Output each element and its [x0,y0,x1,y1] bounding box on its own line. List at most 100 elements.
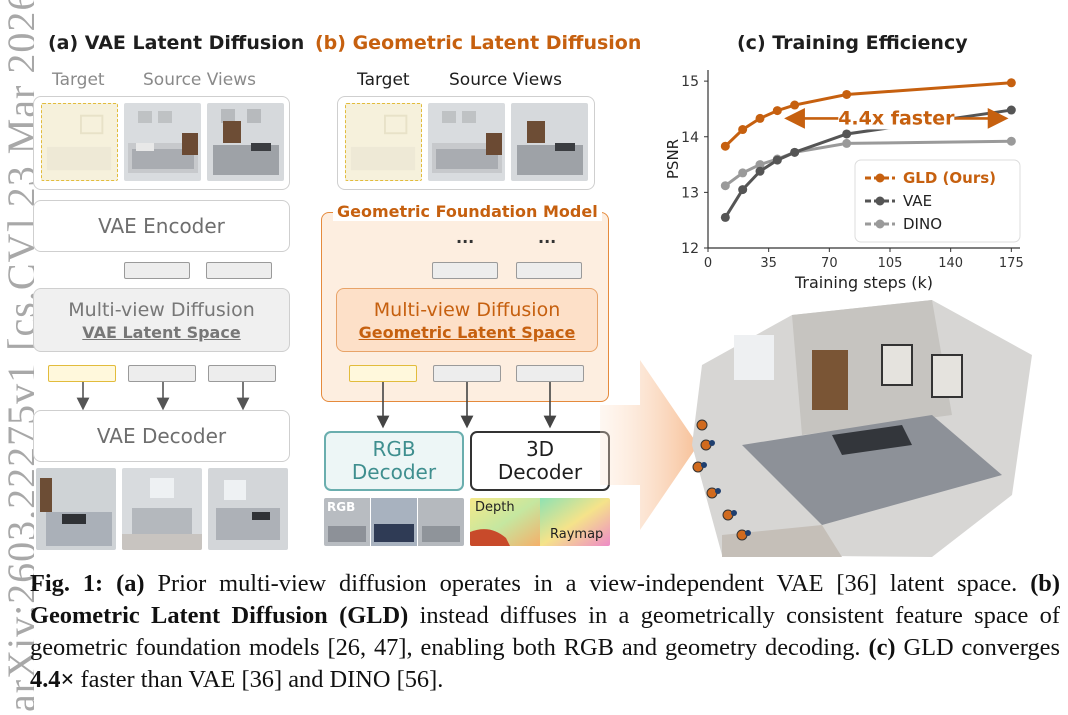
legend-marker [876,174,885,183]
3d-decoder-line1: 3D [526,438,554,461]
point-cloud-bedroom-image [682,295,1042,557]
ellipsis: ... [538,228,556,247]
legend-label: VAE [903,192,932,210]
y-tick-label: 15 [681,74,699,90]
caption-c-bold: 4.4× [30,666,74,693]
panel-b-target-placeholder [345,103,422,181]
panel-a-title: (a) VAE Latent Diffusion [48,32,304,54]
bedroom-photo [428,103,505,181]
rgb-output-images: RGB [324,498,464,546]
y-tick-label: 14 [681,130,699,146]
raymap-tag: Raymap [550,527,603,542]
data-point [790,101,799,110]
data-point [842,129,851,138]
figure-caption: Fig. 1: (a) Prior multi-view diffusion o… [30,568,1060,696]
data-point [756,114,765,123]
latent-token [128,365,196,382]
bedroom-photo [124,103,201,181]
bedroom-photo [511,103,588,181]
latent-token [516,262,582,279]
data-point [738,185,747,194]
panel-a-output-3 [208,468,288,550]
geometric-latent-space-label: Geometric Latent Space [359,323,576,342]
vae-diffusion-box: Multi-view Diffusion VAE Latent Space [33,288,290,352]
y-tick-label: 12 [681,241,699,257]
x-tick-label: 175 [999,256,1024,271]
panel-b-source-view-1 [428,103,505,181]
target-latent-token [349,365,417,382]
bedroom-photo [36,468,116,550]
caption-a-text: Prior multi-view diffusion operates in a… [157,570,1017,597]
3d-decoder-line2: Decoder [498,461,582,484]
x-axis-label: Training steps (k) [794,273,933,292]
latent-token [206,262,272,279]
faded-bedroom-image [346,104,421,180]
depth-tag: Depth [475,500,515,515]
data-point [756,167,765,176]
latent-token [516,365,584,382]
arxiv-watermark-text: arXiv:2603.22275v1 [cs.CV] 23 Mar 2026 [0,0,34,712]
x-tick-label: 35 [760,256,777,271]
legend-marker [876,220,885,229]
geometric-foundation-model-label: Geometric Foundation Model [333,202,602,221]
target-latent-token [48,365,116,382]
3d-decoder-box: 3D Decoder [470,431,610,491]
panel-c-title: (c) Training Efficiency [737,32,968,54]
data-point [1007,137,1016,146]
x-tick-label: 70 [821,256,838,271]
latent-token [433,365,501,382]
panel-b-source-view-2 [511,103,588,181]
panel-b-title: (b) Geometric Latent Diffusion [315,32,641,54]
y-tick-label: 13 [681,185,699,201]
latent-token [208,365,276,382]
rgb-decoder-line2: Decoder [352,461,436,484]
data-point [721,213,730,222]
data-point [1007,78,1016,87]
panel-b-source-label: Source Views [449,70,562,90]
data-point [721,142,730,151]
caption-c-text1: GLD converges [903,634,1060,661]
caption-fig-label: Fig. 1: [30,570,103,597]
panel-b-down-arrows [321,382,611,432]
data-point [790,148,799,157]
panel-a-output-2 [122,468,202,550]
panel-b-target-label: Target [357,70,410,90]
legend-marker [876,197,885,206]
panel-a-source-view-2 [207,103,284,181]
y-axis-label: PSNR [664,139,682,179]
panel-a-target-label: Target [52,70,105,90]
faded-bedroom-image [42,104,117,180]
vae-decoder-label: VAE Decoder [97,424,226,448]
latent-token [432,262,498,279]
x-tick-label: 105 [878,256,903,271]
geometry-output-images: Depth Raymap [470,498,610,546]
bedroom-photo [207,103,284,181]
ellipsis: ... [456,228,474,247]
data-point [738,125,747,134]
panel-a-source-label: Source Views [143,70,256,90]
panel-a-down-arrows [33,382,290,412]
panel-a-output-1 [36,468,116,550]
legend-label: DINO [903,215,942,233]
data-point [773,156,782,165]
geometric-diffusion-title: Multi-view Diffusion [374,299,560,321]
panel-a-source-view-1 [124,103,201,181]
vae-decoder-box: VAE Decoder [33,410,290,462]
x-tick-label: 0 [704,256,712,271]
x-tick-label: 140 [938,256,963,271]
data-point [1007,106,1016,115]
latent-token [124,262,190,279]
bedroom-photo [122,468,202,550]
data-point [842,139,851,148]
arxiv-watermark: arXiv:2603.22275v1 [cs.CV] 23 Mar 2026 [0,0,34,715]
panel-a-target-placeholder [41,103,118,181]
caption-b-bold: Geometric Latent Diffusion (GLD) [30,602,408,629]
legend-label: GLD (Ours) [903,169,996,187]
3d-reconstruction [682,295,1042,557]
vae-encoder-box: VAE Encoder [33,200,290,252]
data-point [738,168,747,177]
data-point [773,106,782,115]
bedroom-photo [208,468,288,550]
data-point [721,181,730,190]
